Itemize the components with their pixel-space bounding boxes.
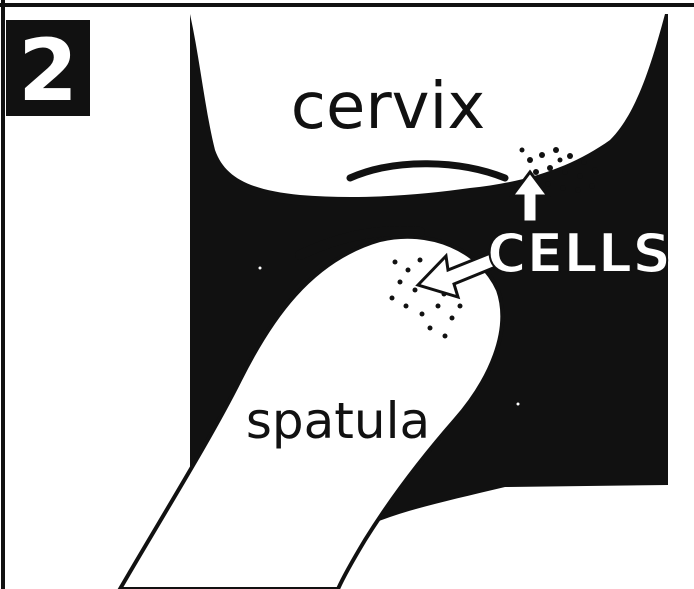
cervix-label: cervix <box>291 70 485 144</box>
cells-label: CELLS <box>487 222 671 285</box>
step-badge: 2 <box>6 20 90 121</box>
spatula-label: spatula <box>246 392 430 450</box>
step-number: 2 <box>18 21 78 121</box>
